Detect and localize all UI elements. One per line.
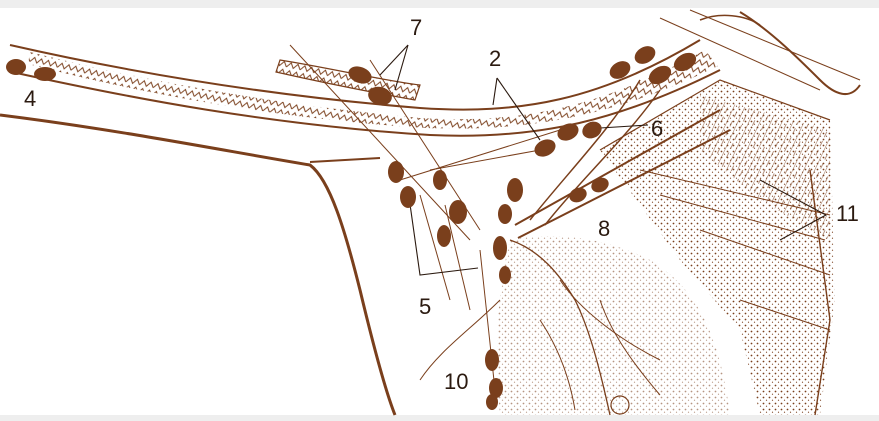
clavicle-band (10, 40, 720, 136)
label-2: 2 (489, 48, 501, 70)
shoulder-outline (0, 115, 395, 415)
lymph-node (631, 43, 658, 68)
label-10: 10 (444, 371, 468, 393)
label-4: 4 (24, 88, 36, 110)
lymph-node (34, 67, 56, 81)
lymph-node (400, 186, 416, 208)
label-5: 5 (419, 296, 431, 318)
lymph-node (498, 204, 512, 224)
lymph-node (493, 236, 507, 260)
label-8: 8 (598, 218, 610, 240)
lymph-node (485, 349, 499, 371)
label-11: 11 (836, 203, 859, 225)
label-6: 6 (651, 118, 663, 140)
neck-outline (660, 10, 860, 94)
lymph-node (449, 200, 467, 224)
lymph-node (388, 161, 404, 183)
lymph-node (433, 170, 447, 190)
lymph-node (499, 266, 511, 284)
lymph-node (486, 394, 498, 410)
label-7: 7 (410, 17, 422, 39)
lymph-node (507, 178, 523, 202)
lymph-node (6, 59, 26, 75)
lymph-node (567, 185, 589, 205)
lymph-node (437, 225, 451, 247)
lymph-node (606, 58, 633, 83)
lymph-node (532, 136, 559, 160)
